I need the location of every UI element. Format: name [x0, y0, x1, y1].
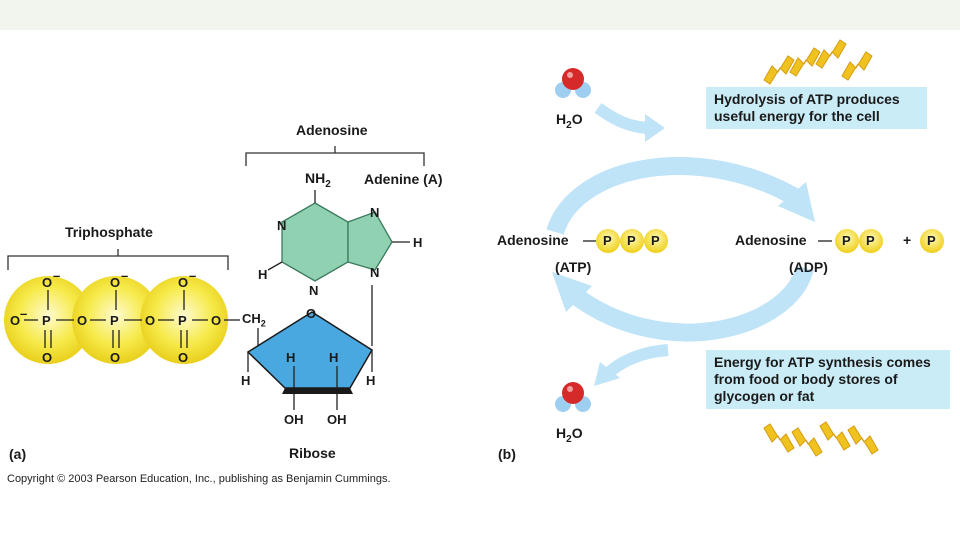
top-band [0, 0, 960, 30]
panel-b-tag: (b) [498, 446, 516, 462]
svg-text:P: P [42, 313, 51, 328]
ribose-atoms: O H H H H OH OH [241, 306, 375, 427]
svg-text:H: H [413, 235, 422, 250]
svg-text:O: O [10, 313, 20, 328]
svg-text:O: O [110, 275, 120, 290]
svg-text:OH: OH [327, 412, 347, 427]
atp-p2: P [627, 233, 636, 248]
triphosphate-label: Triphosphate [65, 224, 153, 240]
adenine-atoms: N N N N H H [258, 205, 422, 298]
water-molecule-top [555, 68, 591, 98]
hydrolysis-info-box: Hydrolysis of ATP produces useful energy… [706, 87, 927, 129]
svg-text:–: – [53, 268, 60, 283]
svg-text:H: H [366, 373, 375, 388]
water-in-arrow [594, 103, 653, 134]
svg-text:O: O [77, 313, 87, 328]
svg-text:O: O [178, 350, 188, 365]
adenine-five-ring [347, 211, 393, 271]
water-bottom-label: H2O [556, 425, 583, 445]
adp-p2: P [866, 233, 875, 248]
svg-text:H: H [329, 350, 338, 365]
ribose-label: Ribose [289, 445, 336, 461]
water-in-arrowhead [645, 114, 665, 142]
water-molecule-bottom [555, 382, 591, 412]
cycle-arrow-top [546, 157, 805, 236]
atp-label: (ATP) [555, 259, 592, 275]
svg-text:O: O [306, 306, 316, 321]
ribose-ring-edge [282, 388, 353, 394]
adp-label: (ADP) [789, 259, 828, 275]
energy-bolts-top [763, 39, 873, 85]
energy-bolts-bottom [763, 421, 879, 457]
svg-text:O: O [145, 313, 155, 328]
ribose-ring [246, 311, 374, 389]
svg-text:N: N [370, 265, 379, 280]
water-top-label: H2O [556, 111, 583, 131]
atp-adenosine-label: Adenosine [497, 232, 569, 248]
svg-text:OH: OH [284, 412, 304, 427]
phosphate-bonds [24, 290, 240, 348]
adenine-six-ring [281, 202, 349, 282]
panel-a-tag: (a) [9, 446, 27, 462]
svg-text:P: P [178, 313, 187, 328]
adp-p1: P [842, 233, 851, 248]
svg-text:O: O [110, 350, 120, 365]
triphosphate-bracket [7, 249, 229, 270]
adenosine-label: Adenosine [296, 122, 368, 138]
svg-text:N: N [309, 283, 318, 298]
atp-p1: P [603, 233, 612, 248]
adp-adenosine-label: Adenosine [735, 232, 807, 248]
svg-text:N: N [277, 218, 286, 233]
ribose-bonds [293, 285, 373, 410]
atp-phosphates [583, 229, 668, 253]
svg-text:–: – [121, 268, 128, 283]
ch2-label: CH2 [242, 311, 266, 329]
svg-text:–: – [20, 306, 27, 321]
free-phosphate: P [927, 233, 936, 248]
phosphate-atoms: O– O– O– O– P O P O P O O O O [10, 268, 221, 365]
adenosine-bracket [245, 146, 425, 166]
adenine-label: Adenine (A) [364, 171, 443, 187]
svg-text:–: – [189, 268, 196, 283]
amino-group-label: NH2 [305, 170, 331, 190]
atp-p3: P [651, 233, 660, 248]
adp-phosphates [818, 229, 944, 253]
cycle-arrow-bottom [562, 265, 814, 342]
plus-sign: + [903, 232, 912, 248]
copyright-notice: Copyright © 2003 Pearson Education, Inc.… [7, 473, 391, 485]
adenine-bonds [267, 190, 410, 271]
svg-text:H: H [286, 350, 295, 365]
svg-text:N: N [370, 205, 379, 220]
svg-text:O: O [178, 275, 188, 290]
svg-text:H: H [258, 267, 267, 282]
svg-text:O: O [211, 313, 221, 328]
svg-text:O: O [42, 350, 52, 365]
water-out-arrowhead [594, 362, 620, 386]
phosphate-spheres [4, 276, 228, 364]
cycle-arrowhead-bottom [552, 272, 592, 312]
water-out-arrow [601, 344, 669, 380]
svg-text:P: P [110, 313, 119, 328]
cycle-arrowhead-top [778, 182, 815, 222]
svg-text:O: O [42, 275, 52, 290]
svg-text:H: H [241, 373, 250, 388]
synthesis-info-box: Energy for ATP synthesis comes from food… [706, 350, 950, 409]
